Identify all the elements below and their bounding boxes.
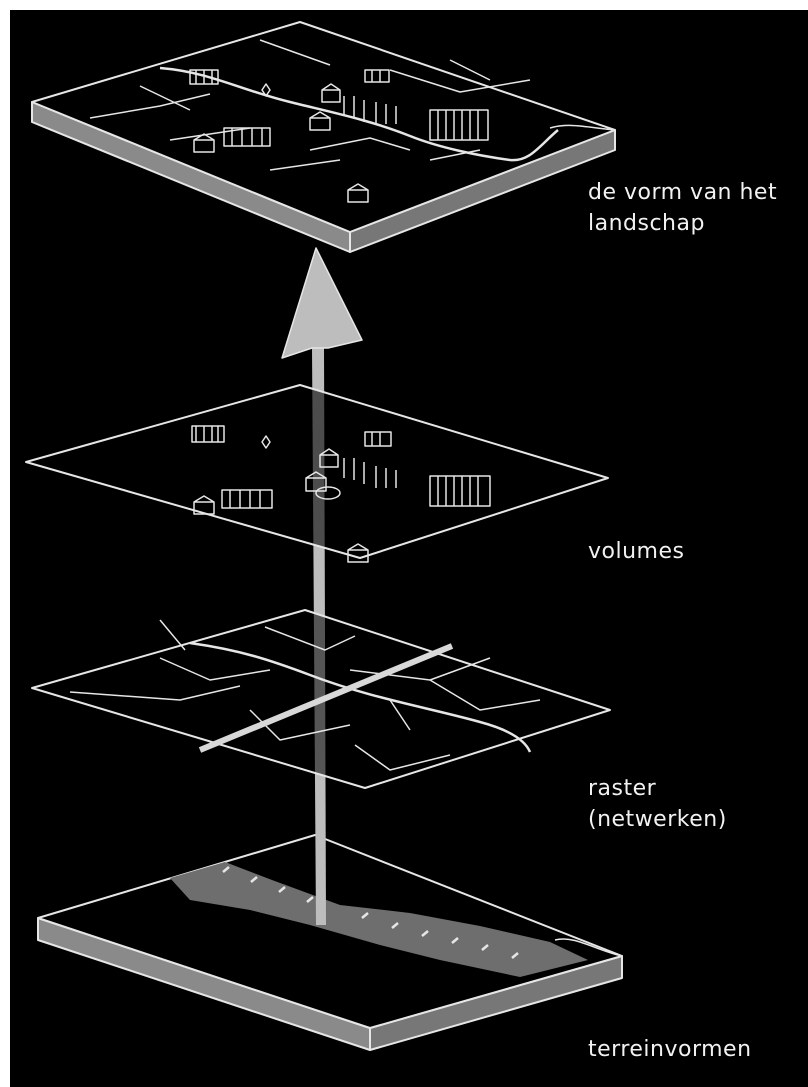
- raster-road-lines: [69, 619, 541, 771]
- landscape-canal: [159, 66, 559, 162]
- diagram-frame: de vorm van het landschap volumes raster…: [10, 10, 808, 1087]
- arrow-head: [281, 247, 363, 359]
- terrain-slope: [554, 938, 623, 957]
- volumes-objects: [191, 425, 491, 563]
- volumes-plane: [25, 384, 609, 559]
- volumes-layer: [25, 384, 609, 563]
- label-terrain: terreinvormen: [588, 1037, 752, 1062]
- label-landscape-line2: landschap: [588, 211, 705, 236]
- landscape-slab-top: [31, 21, 616, 233]
- label-volumes: volumes: [588, 539, 685, 564]
- raster-main-road: [198, 643, 454, 753]
- terrain-slab: [37, 834, 623, 1051]
- landscape-details: [89, 39, 616, 203]
- label-landscape-line1: de vorm van het: [588, 180, 778, 205]
- raster-layer: [31, 609, 611, 789]
- raster-canal: [189, 641, 532, 753]
- label-raster-line2: (netwerken): [588, 807, 727, 832]
- terrain-water-dashes: [222, 866, 519, 959]
- label-raster-line1: raster: [588, 776, 657, 801]
- landscape-slab: [31, 21, 616, 253]
- layer-stack-illustration: [25, 21, 623, 1051]
